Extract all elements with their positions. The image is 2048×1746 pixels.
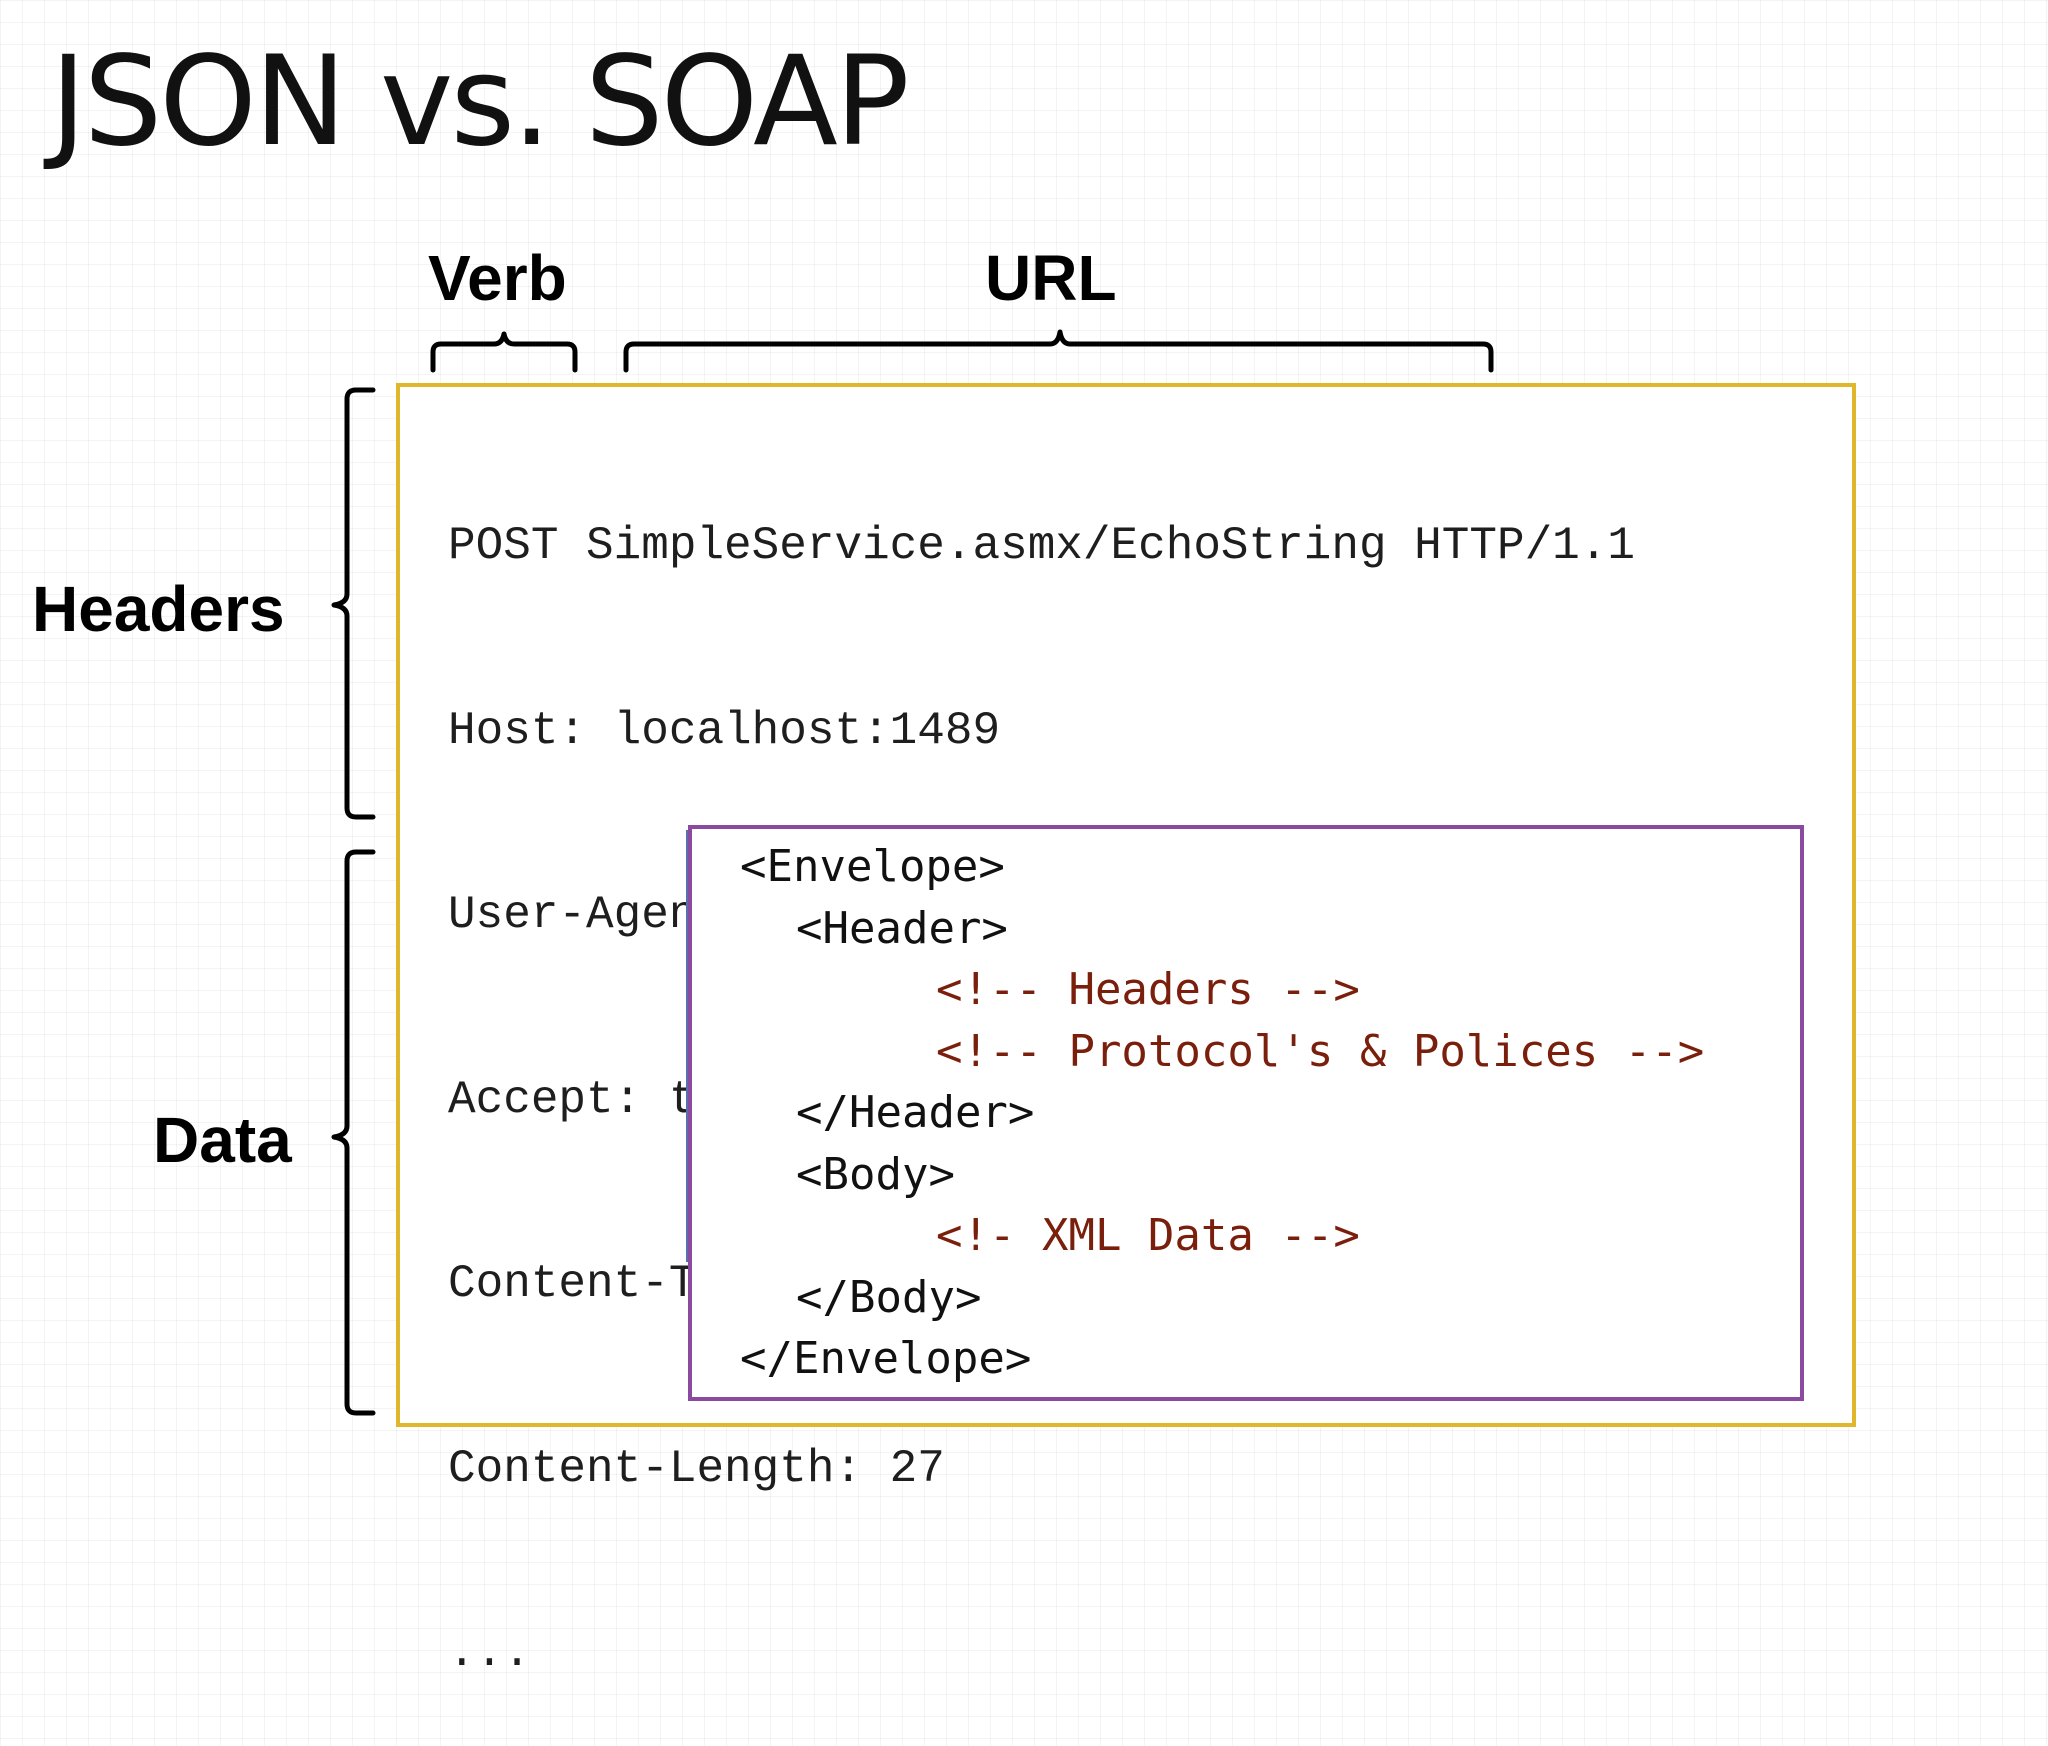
verb-label: Verb [428,242,567,314]
url-brace [623,329,1494,373]
request-line: POST SimpleService.asmx/EchoString HTTP/… [448,520,1635,572]
xml-tag-line: </Header> [796,1087,1035,1138]
xml-tag-line: <Envelope> [740,841,1005,892]
xml-tag-line: <Header> [796,902,1008,954]
headers-brace [331,387,376,820]
brackets-layer [331,329,1494,1416]
headers-label: Headers [32,573,285,645]
data-label: Data [153,1104,292,1176]
xml-tag-line: </Envelope> [740,1333,1032,1384]
envelope-accent-line [686,830,689,1262]
xml-comment-line: <!-- Headers --> [936,964,1360,1015]
xml-comment-line: <!-- Protocol's & Polices --> [936,1025,1705,1077]
url-label: URL [985,242,1117,314]
content-length-header-line: Content-Length: 27 [448,1442,945,1495]
xml-comment-line: <!- XML Data --> [936,1210,1360,1261]
xml-tag-line: </Body> [796,1271,982,1323]
verb-brace [430,331,578,373]
host-header-line: Host: localhost:1489 [448,704,1001,757]
xml-tag-line: <Body> [796,1148,955,1200]
ellipsis-line: ... [448,1627,531,1679]
data-brace [331,849,376,1416]
soap-envelope-lines: <Envelope> <Header> <!-- Headers --> <!-- P… [740,836,1704,1390]
slide-title: JSON vs. SOAP [50,30,910,174]
soap-envelope-box [688,825,1804,1401]
